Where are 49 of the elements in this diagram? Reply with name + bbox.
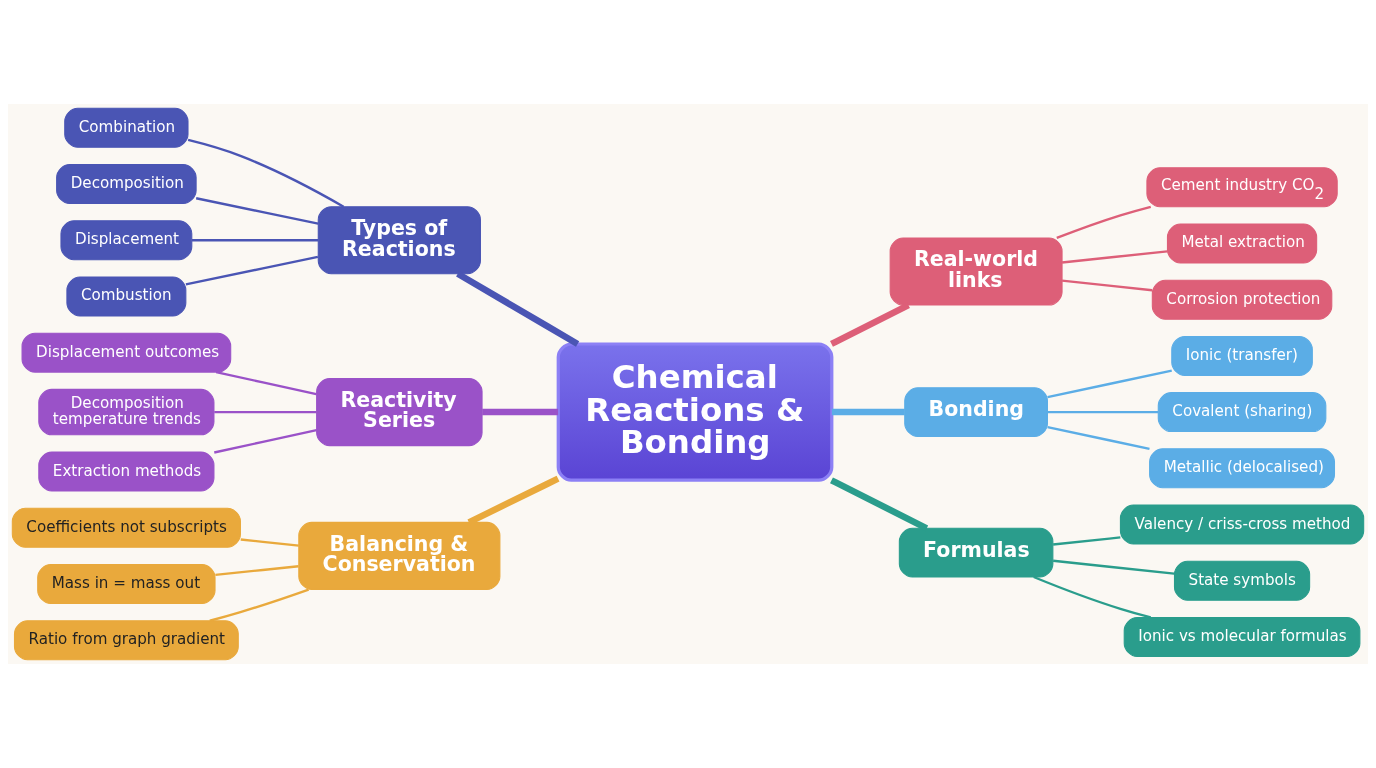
node-box: Combustion xyxy=(66,276,187,317)
node-box: Covalent (sharing) xyxy=(1157,392,1327,433)
node-box: Corrosion protection xyxy=(1151,279,1333,320)
connector xyxy=(185,255,319,286)
connector xyxy=(1047,425,1150,450)
connector xyxy=(456,270,580,347)
connector xyxy=(192,239,319,242)
connector xyxy=(1053,559,1175,575)
node-box: Ratio from graph gradient xyxy=(13,620,239,661)
node-box: Formulas xyxy=(898,527,1054,578)
connector xyxy=(482,408,559,416)
connector xyxy=(214,428,317,454)
connector xyxy=(1047,369,1172,399)
connector xyxy=(1062,250,1168,264)
node-box: Metal extraction xyxy=(1166,223,1318,264)
connector xyxy=(1062,279,1153,292)
node-box: Decomposition temperature trends xyxy=(38,388,215,436)
node-box: Real-world links xyxy=(889,237,1063,306)
node-box: Mass in = mass out xyxy=(37,564,216,604)
node-box: Displacement outcomes xyxy=(21,332,232,373)
node-box: Valency / criss-cross method xyxy=(1119,504,1365,545)
node-box: Coefficients not subscripts xyxy=(11,507,241,548)
connector xyxy=(209,588,310,622)
node-box: Bonding xyxy=(904,387,1048,437)
node-box: Types of Reactions xyxy=(317,206,481,275)
connector xyxy=(1053,536,1121,546)
connector xyxy=(195,197,319,225)
node-box: Chemical Reactions & Bonding xyxy=(556,342,834,482)
connector xyxy=(831,408,905,416)
connector xyxy=(830,302,910,347)
node-box: Displacement xyxy=(60,220,193,261)
connector xyxy=(187,138,345,208)
connector xyxy=(215,565,299,577)
node-box: Reactivity Series xyxy=(316,378,483,447)
node-box: Extraction methods xyxy=(38,451,215,492)
node-box: Ionic vs molecular formulas xyxy=(1123,616,1361,657)
connector xyxy=(215,370,317,396)
node-box: State symbols xyxy=(1173,560,1311,601)
connector xyxy=(1047,410,1159,414)
node-box: Combination xyxy=(64,107,189,148)
connector xyxy=(1056,205,1152,240)
node-box: Ionic (transfer) xyxy=(1171,335,1313,376)
node-box: Metallic (delocalised) xyxy=(1149,448,1336,489)
node-box: Decomposition xyxy=(56,164,197,204)
connector xyxy=(1033,575,1152,619)
connector xyxy=(830,477,929,532)
connector xyxy=(214,410,317,414)
connector xyxy=(240,538,299,547)
node-box: Balancing & Conservation xyxy=(298,521,501,590)
